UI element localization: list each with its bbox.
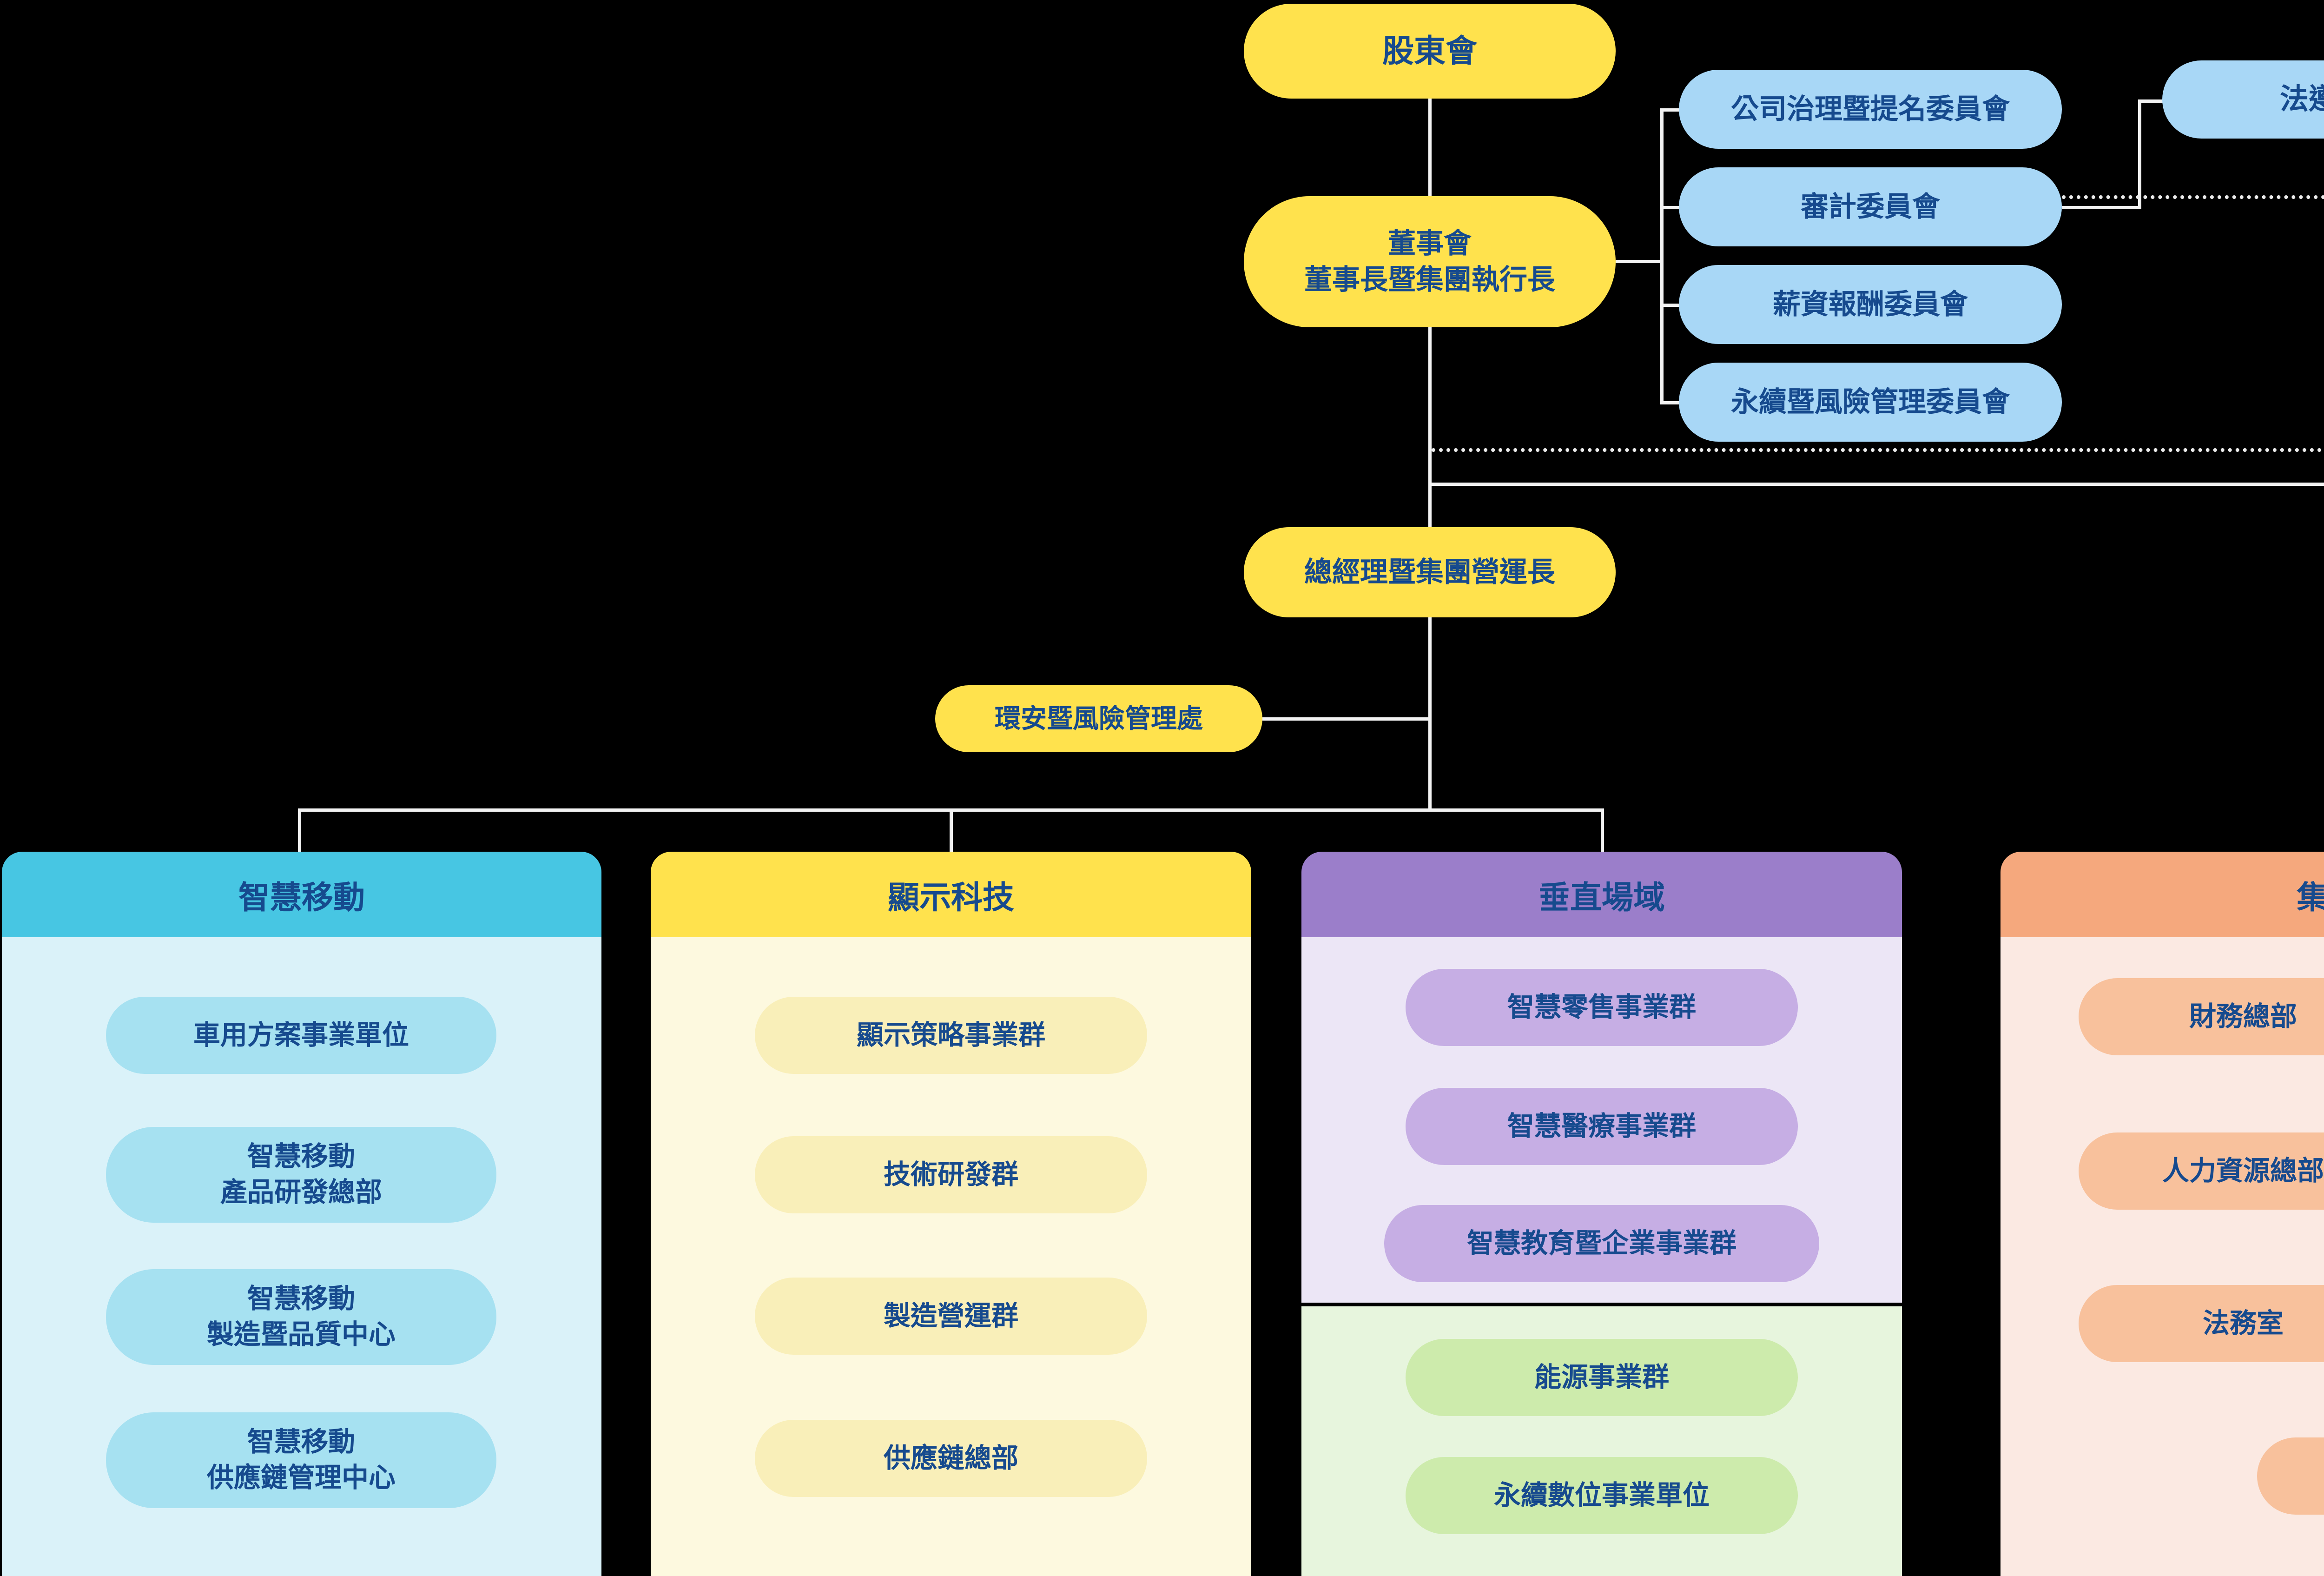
committee-governance-nomination: 公司治理暨提名委員會 xyxy=(1679,70,2062,149)
unit-finance-hq: 財務總部 xyxy=(2079,978,2324,1055)
board-node: 董事會 董事長暨集團執行長 xyxy=(1244,196,1616,327)
committee-compensation: 薪資報酬委員會 xyxy=(1679,265,2062,344)
unit-label-line2: 製造暨品質中心 xyxy=(207,1317,396,1353)
unit-label-line2: 供應鏈管理中心 xyxy=(207,1460,396,1496)
board-title: 董事會 xyxy=(1388,225,1472,262)
connector-audit-compliance-h1 xyxy=(2062,206,2141,209)
connector-stub-mobility xyxy=(298,808,301,853)
unit-manufacturing-operations: 製造營運群 xyxy=(755,1278,1147,1355)
unit-automotive-solutions: 車用方案事業單位 xyxy=(106,997,496,1074)
board-subtitle: 董事長暨集團執行長 xyxy=(1304,262,1555,298)
dotted-compliance-to-mainline xyxy=(1432,448,2324,452)
unit-mobility-product-rd: 智慧移動 產品研發總部 xyxy=(106,1127,496,1223)
group-vertical-domains-header: 垂直場域 xyxy=(1301,852,1902,937)
connector-coo-distribution xyxy=(1428,617,1432,811)
connector-committee-stub-2 xyxy=(1660,206,1681,209)
connector-audit-compliance-h2 xyxy=(2138,99,2164,103)
connector-stub-display xyxy=(950,808,953,853)
unit-mobility-manufacturing-quality: 智慧移動 製造暨品質中心 xyxy=(106,1269,496,1365)
dotted-audit-right xyxy=(2062,195,2324,199)
ehs-office-node: 環安暨風險管理處 xyxy=(935,685,1262,752)
unit-smart-medical: 智慧醫療事業群 xyxy=(1406,1088,1798,1165)
unit-label-line1: 智慧移動 xyxy=(247,1281,355,1317)
compliance-advisor-node: 法遵總顧問 xyxy=(2162,60,2324,139)
committee-audit: 審計委員會 xyxy=(1679,167,2062,246)
unit-smart-education-enterprise: 智慧教育暨企業事業群 xyxy=(1384,1205,1819,1282)
connector-committee-bracket xyxy=(1660,108,1664,404)
group-smart-mobility-header: 智慧移動 xyxy=(2,852,601,937)
group-display-technology-header: 顯示科技 xyxy=(651,852,1251,937)
unit-sustainable-digital: 永續數位事業單位 xyxy=(1406,1457,1798,1534)
connector-branch-support-h xyxy=(1428,483,2324,486)
connector-audit-compliance-v xyxy=(2138,99,2141,209)
connector-board-coo xyxy=(1428,327,1432,528)
unit-smart-retail: 智慧零售事業群 xyxy=(1406,969,1798,1046)
unit-legal-office: 法務室 xyxy=(2079,1285,2324,1362)
unit-human-resources-hq: 人力資源總部 xyxy=(2079,1132,2324,1210)
unit-label-line1: 智慧移動 xyxy=(247,1424,355,1460)
group-operations-support-header: 集團營運支援單位 xyxy=(2000,852,2324,937)
unit-supply-chain-hq: 供應鏈總部 xyxy=(755,1420,1147,1497)
connector-committee-stub-4 xyxy=(1660,401,1681,404)
shareholders-node: 股東會 xyxy=(1244,4,1616,99)
committee-sustainability-risk: 永續暨風險管理委員會 xyxy=(1679,363,2062,442)
connector-ehs-office xyxy=(1262,717,1430,721)
unit-label-line1: 智慧移動 xyxy=(247,1139,355,1175)
unit-mobility-supply-chain: 智慧移動 供應鏈管理中心 xyxy=(106,1412,496,1508)
unit-label: 車用方案事業單位 xyxy=(193,1018,409,1053)
connector-shareholders-board xyxy=(1428,99,1432,197)
coo-node: 總經理暨集團營運長 xyxy=(1244,527,1616,617)
unit-technology-rd: 技術研發群 xyxy=(755,1136,1147,1213)
unit-label-line2: 產品研發總部 xyxy=(220,1175,382,1211)
connector-board-to-bracket xyxy=(1616,260,1662,263)
connector-stub-vertical xyxy=(1601,808,1604,853)
connector-committee-stub-1 xyxy=(1660,108,1681,112)
connector-committee-stub-3 xyxy=(1660,304,1681,307)
unit-display-strategy: 顯示策略事業群 xyxy=(755,997,1147,1074)
unit-energy: 能源事業群 xyxy=(1406,1339,1798,1416)
